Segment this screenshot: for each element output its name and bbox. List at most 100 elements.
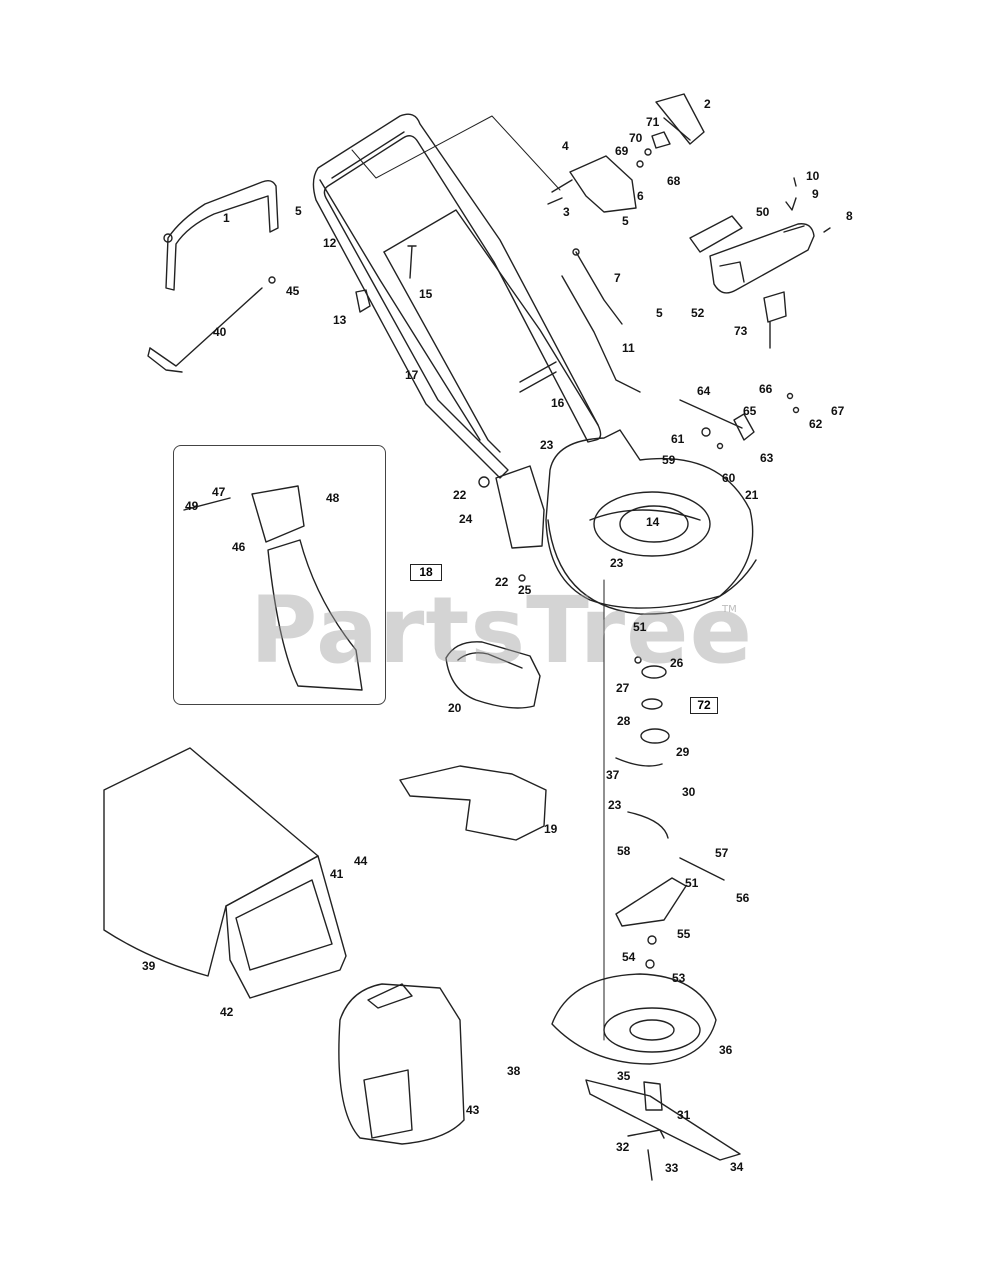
part-label-42: 42 <box>220 1005 234 1019</box>
part-label-30: 30 <box>682 785 696 799</box>
cutting-blade <box>585 1079 741 1161</box>
part-label-5c: 5 <box>656 306 663 320</box>
part-label-40: 40 <box>213 325 227 339</box>
handle-bolt <box>407 245 417 279</box>
part-label-50: 50 <box>756 205 770 219</box>
part-label-67: 67 <box>831 404 845 418</box>
part-label-19: 19 <box>544 822 558 836</box>
part-label-41: 41 <box>330 867 344 881</box>
part-label-12: 12 <box>323 236 337 250</box>
mower-deck <box>545 429 757 615</box>
part-label-63: 63 <box>760 451 774 465</box>
part-label-61: 61 <box>671 432 685 446</box>
part-label-6: 6 <box>637 189 644 203</box>
starter-housing <box>709 223 815 294</box>
part-label-51b: 51 <box>685 876 699 890</box>
part-label-48: 48 <box>326 491 340 505</box>
drive-cable <box>575 251 623 325</box>
part-label-62: 62 <box>809 417 823 431</box>
part-label-43: 43 <box>466 1103 480 1117</box>
watermark-trademark: TM <box>722 604 737 615</box>
part-label-21: 21 <box>745 488 759 502</box>
blade-bolt <box>647 1149 653 1181</box>
upper-handle <box>312 113 602 479</box>
part-label-49: 49 <box>185 499 199 513</box>
part-label-2: 2 <box>704 97 711 111</box>
part-label-26: 26 <box>670 656 684 670</box>
part-label-47: 47 <box>212 485 226 499</box>
key-parts <box>785 177 831 233</box>
watermark-text: PartsTree <box>250 577 753 684</box>
part-label-11: 11 <box>622 341 635 355</box>
part-label-51a: 51 <box>633 620 647 634</box>
part-label-9: 9 <box>812 187 819 201</box>
part-label-13: 13 <box>333 313 347 327</box>
part-label-64: 64 <box>697 384 711 398</box>
part-label-5a: 5 <box>295 204 302 218</box>
part-label-70: 70 <box>629 131 643 145</box>
grass-bag <box>103 747 347 999</box>
cable-ties <box>519 361 557 393</box>
blade-adapter <box>615 877 687 927</box>
engine-stack-parts <box>615 656 670 767</box>
control-rod <box>149 287 263 367</box>
part-label-59: 59 <box>662 453 676 467</box>
part-label-36: 36 <box>719 1043 733 1057</box>
leader-line <box>351 115 561 191</box>
battery-charger <box>763 291 787 349</box>
part-label-45: 45 <box>286 284 300 298</box>
part-label-5b: 5 <box>622 214 629 228</box>
handle-knob <box>355 289 371 313</box>
inset-rear-door-assembly <box>183 485 363 691</box>
part-label-4: 4 <box>562 139 569 153</box>
part-label-16: 16 <box>551 396 565 410</box>
callout-box-18: 18 <box>410 564 442 581</box>
part-label-38: 38 <box>507 1064 521 1078</box>
part-label-31: 31 <box>677 1108 691 1122</box>
part-label-24: 24 <box>459 512 473 526</box>
part-label-55: 55 <box>677 927 691 941</box>
part-label-46: 46 <box>232 540 246 554</box>
part-label-14: 14 <box>646 515 660 529</box>
part-label-20: 20 <box>448 701 462 715</box>
drive-belt <box>627 811 669 839</box>
part-label-73: 73 <box>734 324 748 338</box>
part-label-65: 65 <box>743 404 757 418</box>
part-label-35: 35 <box>617 1069 631 1083</box>
part-label-23b: 23 <box>610 556 624 570</box>
part-label-22b: 22 <box>495 575 509 589</box>
part-label-58: 58 <box>617 844 631 858</box>
part-label-3: 3 <box>563 205 570 219</box>
part-label-15: 15 <box>419 287 433 301</box>
part-label-44: 44 <box>354 854 368 868</box>
part-label-10: 10 <box>806 169 820 183</box>
part-label-27: 27 <box>616 681 630 695</box>
part-label-28: 28 <box>617 714 631 728</box>
part-label-7: 7 <box>614 271 621 285</box>
part-label-54: 54 <box>622 950 636 964</box>
part-label-39: 39 <box>142 959 156 973</box>
battery-cover <box>689 215 743 253</box>
part-label-60: 60 <box>722 471 736 485</box>
part-label-25: 25 <box>518 583 532 597</box>
mulch-plug <box>445 641 541 709</box>
part-label-8: 8 <box>846 209 853 223</box>
discharge-chute <box>399 765 547 841</box>
part-label-1: 1 <box>223 211 230 225</box>
part-label-23c: 23 <box>608 798 622 812</box>
part-label-37: 37 <box>606 768 620 782</box>
part-label-69: 69 <box>615 144 629 158</box>
part-label-66: 66 <box>759 382 773 396</box>
part-label-33: 33 <box>665 1161 679 1175</box>
part-label-29: 29 <box>676 745 690 759</box>
part-label-68: 68 <box>667 174 681 188</box>
height-adjuster-bracket <box>679 392 800 450</box>
inset-frame <box>173 445 386 705</box>
part-label-32: 32 <box>616 1140 630 1154</box>
bail-lever <box>163 179 279 291</box>
control-assembly <box>547 93 705 213</box>
part-label-17: 17 <box>405 368 419 382</box>
part-label-34: 34 <box>730 1160 744 1174</box>
